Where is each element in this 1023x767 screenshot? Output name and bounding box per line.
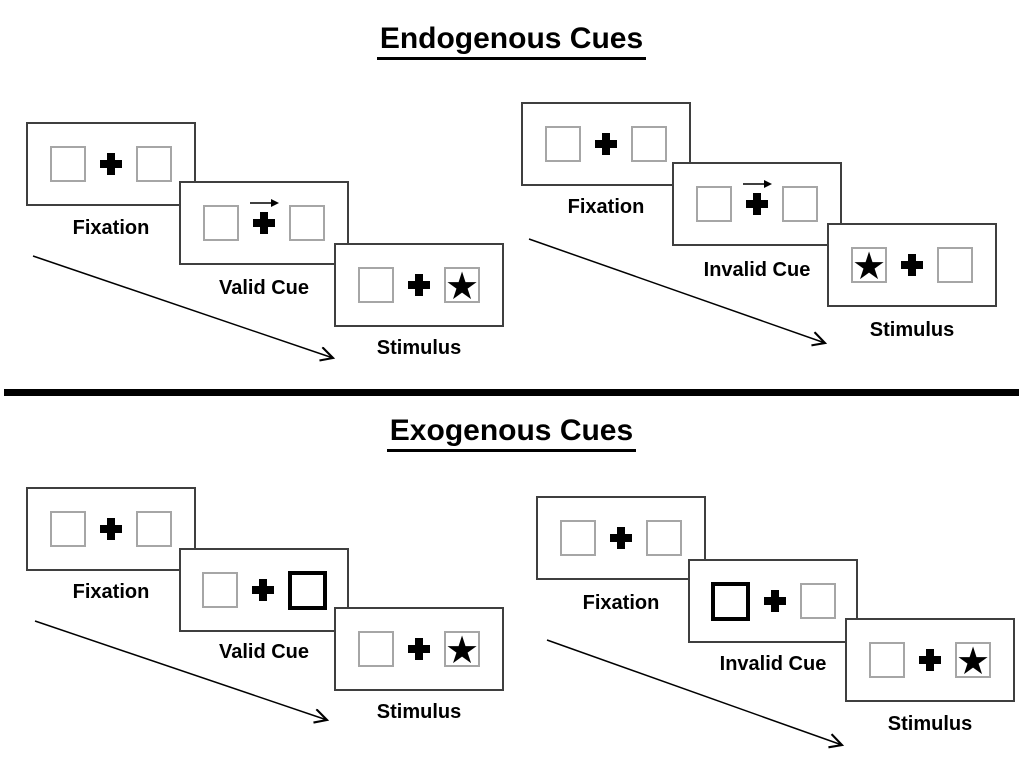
fixation-cross-icon [595, 133, 617, 155]
stimulus-panel: ★ [827, 223, 997, 307]
stimulus-panel: ★ [334, 243, 504, 327]
fixation-cross-icon [100, 153, 122, 175]
fixation-panel [26, 487, 196, 571]
left-box [50, 146, 86, 182]
sequence-arrow-icon [528, 238, 834, 353]
panel-label: Stimulus [376, 337, 462, 359]
section-title-endogenous: Endogenous Cues [0, 22, 1023, 60]
stimulus-panel: ★ [334, 607, 504, 691]
left-box [696, 186, 732, 222]
right-box [799, 583, 836, 619]
right-box-with-star: ★ [444, 628, 480, 672]
fixation-cross-icon [763, 590, 786, 612]
right-box-highlighted [287, 570, 327, 610]
panel-label: Fixation [582, 592, 660, 614]
fixation-panel [536, 496, 706, 580]
left-box [201, 572, 238, 608]
invalid-cue-panel [688, 559, 858, 643]
fixation-cross-icon [901, 254, 923, 276]
section-title-endogenous-text: Endogenous Cues [376, 22, 647, 60]
fixation-cross-icon [100, 518, 122, 540]
fixation-cross-icon [251, 579, 274, 601]
left-box [545, 126, 581, 162]
panel-label: Stimulus [869, 319, 955, 341]
panel-label: Invalid Cue [703, 259, 811, 281]
panel-label: Valid Cue [218, 277, 310, 299]
left-box [358, 631, 394, 667]
fixation-panel [26, 122, 196, 206]
right-box-with-star: ★ [955, 639, 991, 683]
valid-cue-panel [179, 181, 349, 265]
left-box [50, 511, 86, 547]
panel-label: Stimulus [887, 713, 973, 735]
right-box-with-star: ★ [444, 264, 480, 308]
invalid-cue-panel [672, 162, 842, 246]
fixation-panel [521, 102, 691, 186]
right-box [289, 205, 325, 241]
sequence-arrow-icon [34, 620, 337, 730]
cue-arrow-icon [743, 180, 772, 188]
panel-label: Stimulus [376, 701, 462, 723]
star-icon: ★ [955, 639, 991, 683]
left-box [560, 520, 596, 556]
fixation-cross-icon [919, 649, 941, 671]
right-box [136, 146, 172, 182]
right-box [937, 247, 973, 283]
section-divider [4, 389, 1019, 396]
left-box [203, 205, 239, 241]
panel-label: Valid Cue [218, 641, 310, 663]
fixation-cross-icon [408, 638, 430, 660]
left-box-highlighted [710, 581, 750, 621]
fixation-cross-icon [408, 274, 430, 296]
left-box-with-star: ★ [851, 244, 887, 288]
sequence-arrow-icon [32, 255, 343, 368]
panel-label: Fixation [567, 196, 645, 218]
valid-cue-panel [179, 548, 349, 632]
star-icon: ★ [851, 244, 887, 288]
star-icon: ★ [444, 628, 480, 672]
fixation-cross-icon [250, 199, 279, 234]
panel-label: Fixation [72, 581, 150, 603]
left-box [358, 267, 394, 303]
section-title-exogenous: Exogenous Cues [0, 414, 1023, 452]
left-box [869, 642, 905, 678]
fixation-cross-icon [743, 180, 772, 215]
right-box [631, 126, 667, 162]
star-icon: ★ [444, 264, 480, 308]
panel-label: Fixation [72, 217, 150, 239]
section-title-exogenous-text: Exogenous Cues [386, 414, 637, 452]
cue-arrow-icon [250, 199, 279, 207]
panel-label: Invalid Cue [719, 653, 827, 675]
right-box [136, 511, 172, 547]
right-box [646, 520, 682, 556]
stimulus-panel: ★ [845, 618, 1015, 702]
fixation-cross-icon [610, 527, 632, 549]
right-box [782, 186, 818, 222]
